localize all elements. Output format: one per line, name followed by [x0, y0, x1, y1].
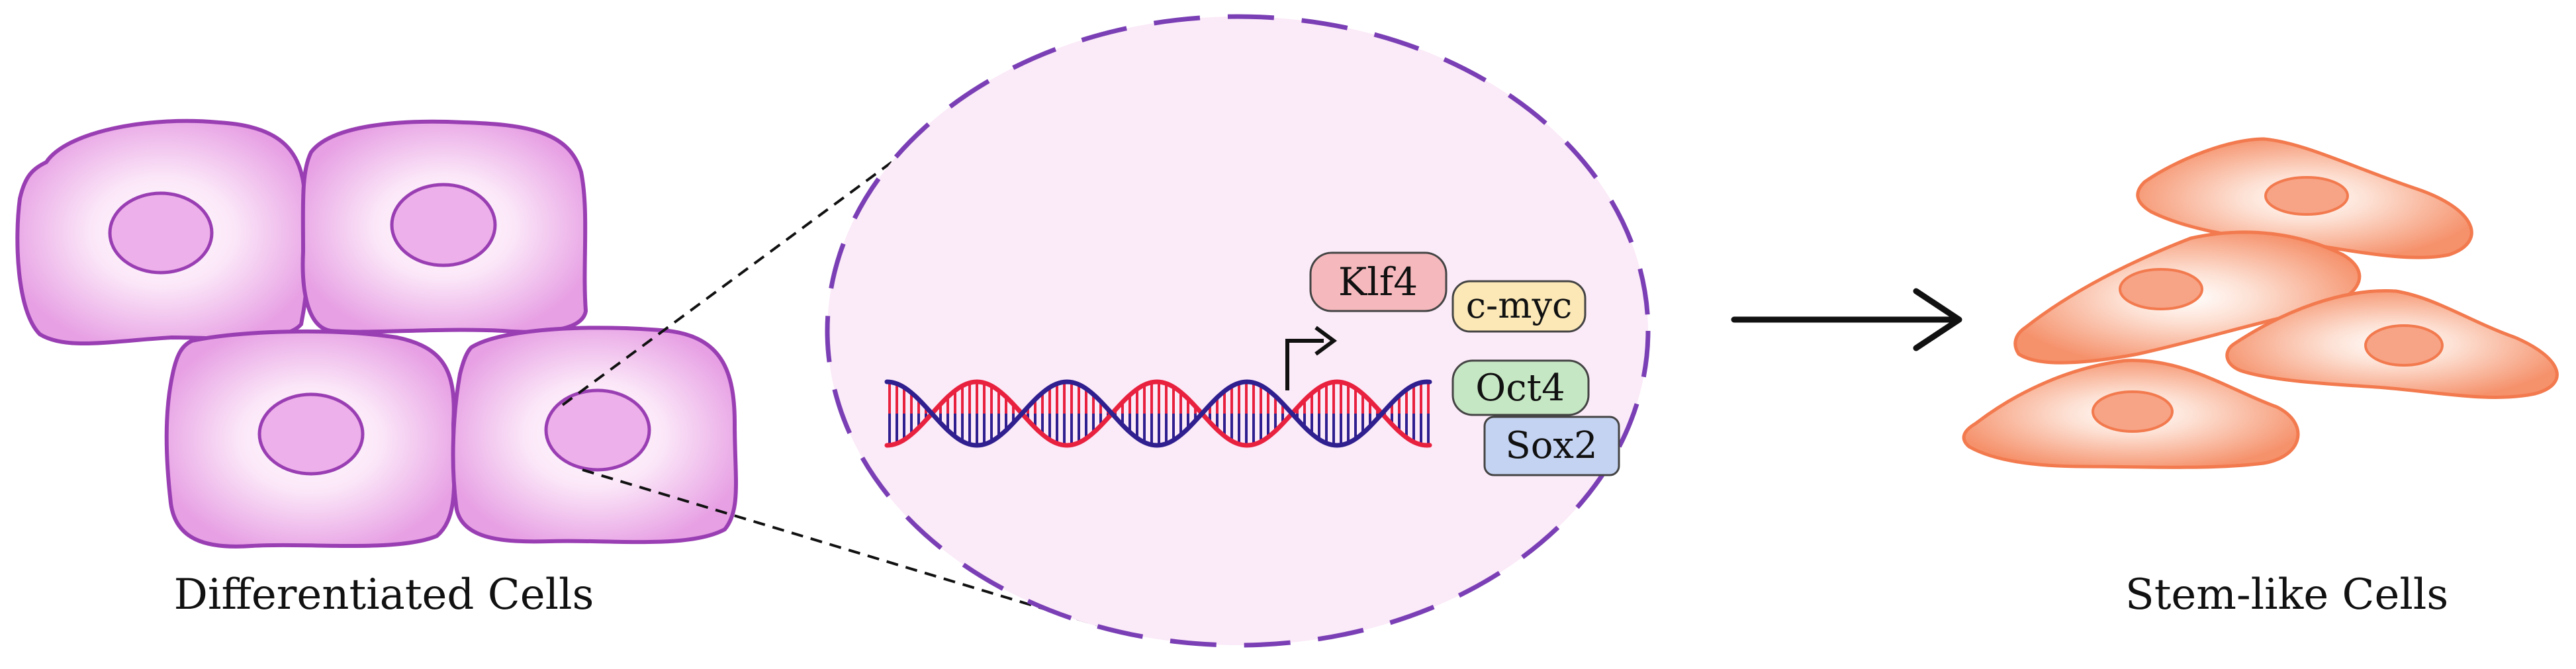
dna-strand-red [884, 379, 1432, 448]
tf-label: Oct4 [1475, 367, 1565, 410]
left-caption: Differentiated Cells [174, 570, 594, 619]
differentiated-cell [300, 119, 588, 334]
cell-nucleus [544, 388, 651, 472]
stem-like-cell [2013, 230, 2362, 365]
cell-nucleus [108, 191, 214, 275]
differentiated-cell-zoomed [451, 326, 738, 545]
zoom-line-bottom [582, 468, 1099, 627]
dna-helix [884, 379, 1432, 448]
zoom-line-top [561, 81, 1001, 406]
right-caption: Stem-like Cells [2125, 570, 2448, 619]
cell-nucleus [2264, 176, 2349, 216]
zoomed-nucleus [825, 14, 1651, 648]
differentiated-cell [15, 118, 310, 345]
tf-label: Sox2 [1505, 424, 1597, 467]
stem-like-cells-group [1962, 137, 2559, 469]
differentiated-cell [164, 329, 457, 549]
tf-c-myc: c-myc [1451, 280, 1587, 333]
tf-sox2: Sox2 [1483, 416, 1620, 476]
tf-label: c-myc [1466, 285, 1572, 326]
differentiated-cells-group [15, 118, 738, 549]
dna-strand-blue [884, 379, 1432, 448]
tf-klf4: Klf4 [1309, 251, 1448, 312]
stem-like-cell [2136, 137, 2473, 259]
cell-nucleus [2119, 268, 2203, 310]
stem-like-cell [1962, 359, 2300, 469]
right-arrow-icon [1731, 288, 1962, 351]
cell-nucleus [2092, 390, 2174, 433]
cell-nucleus [2364, 324, 2444, 367]
stem-like-cell [2225, 289, 2559, 399]
tf-label: Klf4 [1338, 259, 1418, 304]
tf-oct4: Oct4 [1451, 359, 1590, 416]
cell-nucleus [390, 183, 497, 267]
bent-arrow-icon [1285, 326, 1338, 390]
cell-nucleus [257, 392, 365, 476]
